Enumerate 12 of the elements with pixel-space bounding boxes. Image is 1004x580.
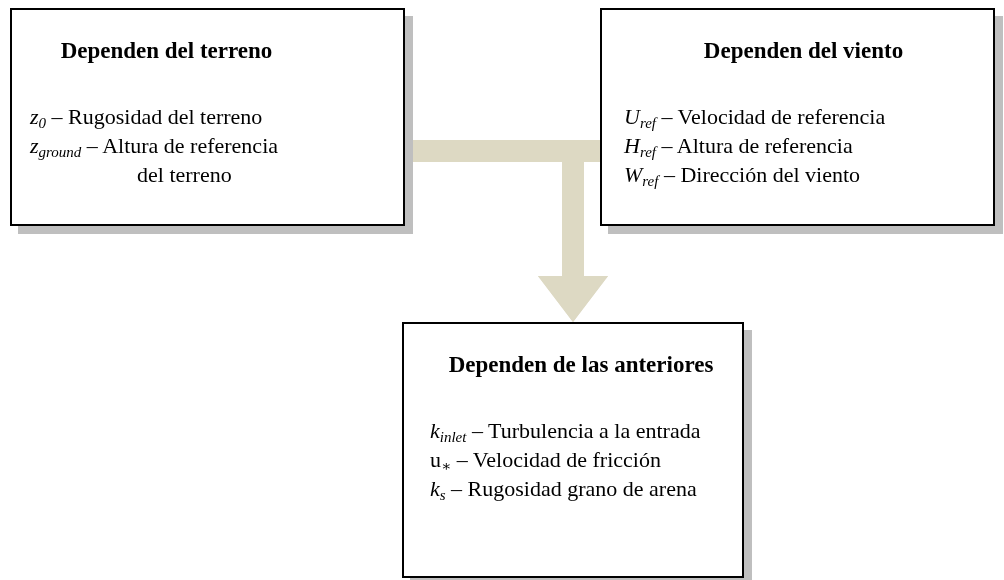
parameter-text: W$_{ref}$ – Dirección del viento [624, 161, 862, 189]
parameter-text: H$_{ref}$ – Altura de referencia [624, 132, 854, 160]
box-heading: Dependen de las anteriores [447, 352, 715, 378]
parameter-text: u$_{∗}$ – Velocidad de fricción [430, 446, 662, 474]
parameter-text: U$_{ref}$ – Velocidad de referencia [624, 103, 887, 131]
box-heading: Dependen del terreno [59, 38, 274, 64]
parameter-text: z$_{0}$ – Rugosidad del terreno [30, 103, 264, 131]
parameter-text: z$_{ground}$ – Altura de referencia del terreno [30, 132, 279, 189]
parameter-text: k$_{inlet}$ – Turbulencia a la entrada [430, 417, 702, 445]
parameter-text: k$_{s}$ – Rugosidad grano de arena [430, 475, 698, 503]
block-arrow [538, 140, 608, 322]
box-heading: Dependen del viento [702, 38, 905, 64]
